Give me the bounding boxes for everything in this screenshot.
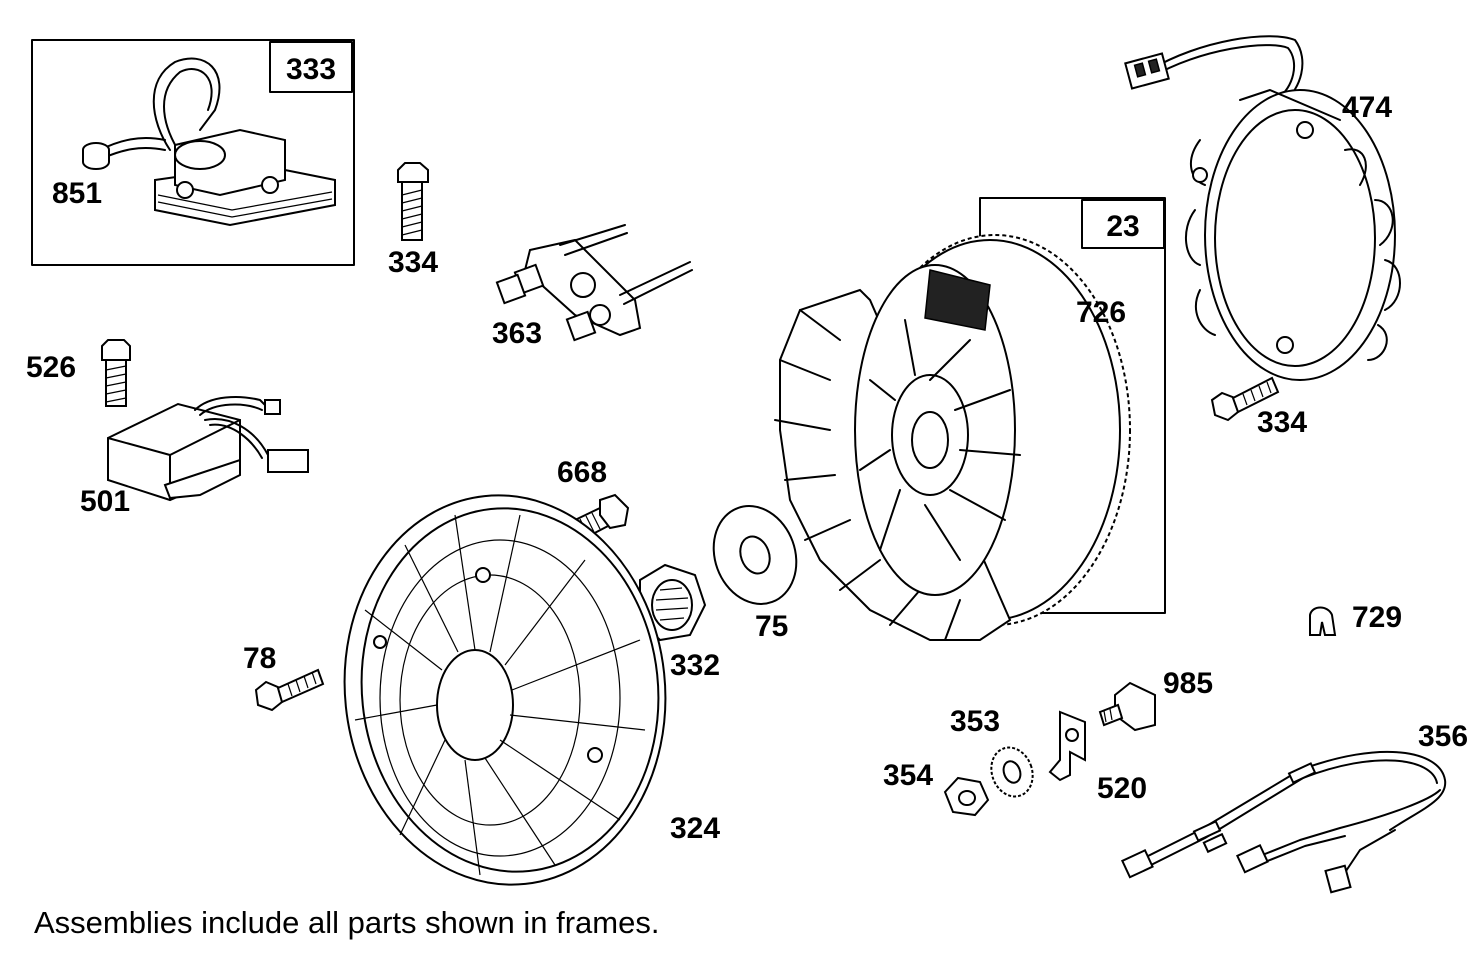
- lock-washer-353: [990, 746, 1034, 798]
- voltage-regulator-501: [107, 396, 309, 502]
- part-label-356: 356: [1418, 720, 1468, 753]
- bracket-520: [1048, 710, 1086, 782]
- part-label-353: 353: [950, 705, 1000, 738]
- part-label-332: 332: [670, 649, 720, 682]
- part-label-985: 985: [1163, 667, 1213, 700]
- connector-985: [1098, 681, 1156, 732]
- bolt-334-upper: [397, 162, 429, 241]
- part-label-324: 324: [670, 812, 720, 845]
- rotating-screen-324: [343, 494, 667, 886]
- part-label-851: 851: [52, 177, 102, 210]
- part-label-334-lower: 334: [1257, 406, 1307, 439]
- part-label-501: 501: [80, 485, 130, 518]
- flywheel-726: [774, 234, 1131, 641]
- wire-harness-356: [1120, 750, 1447, 894]
- part-label-354: 354: [883, 759, 933, 792]
- washer-75: [712, 505, 798, 605]
- part-label-726: 726: [1076, 296, 1126, 329]
- part-label-363: 363: [492, 317, 542, 350]
- hex-nut-332: [639, 563, 707, 642]
- part-label-526: 526: [26, 351, 76, 384]
- part-label-78: 78: [243, 642, 276, 675]
- frame-333: [31, 39, 355, 266]
- bolt-334-lower: [1210, 376, 1280, 422]
- footnote: Assemblies include all parts shown in fr…: [34, 905, 660, 940]
- part-label-474: 474: [1342, 91, 1392, 124]
- part-label-520: 520: [1097, 772, 1147, 805]
- frame-label-333: 333: [286, 53, 336, 86]
- flywheel-puller-363: [495, 224, 693, 342]
- nut-354: [943, 776, 990, 817]
- frame-label-23: 23: [1106, 210, 1139, 243]
- bolt-78: [254, 668, 325, 712]
- part-label-334-upper: 334: [388, 246, 438, 279]
- alternator-stator-474: [1124, 35, 1401, 381]
- spark-plug-boot-851: [82, 142, 110, 170]
- bolt-526: [101, 339, 131, 407]
- part-label-75: 75: [755, 610, 788, 643]
- armature-coil-part: [99, 57, 336, 227]
- part-label-668: 668: [557, 456, 607, 489]
- frame-23: [979, 197, 1166, 614]
- clip-729: [1309, 606, 1337, 636]
- part-label-729: 729: [1352, 601, 1402, 634]
